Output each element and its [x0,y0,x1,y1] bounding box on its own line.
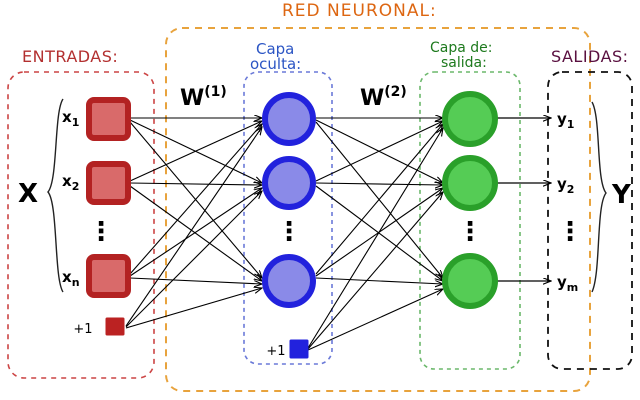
input-label-x2-sub: 2 [72,180,80,193]
hidden-bias-node[interactable] [289,339,309,359]
outputs-group-label: SALIDAS: [551,47,629,66]
input-label-xn: xn [62,268,80,289]
output-layer-group-label-line2: salida: [441,55,487,71]
hidden-bias-label: +1 [266,344,285,359]
hidden-node-2[interactable] [262,156,316,210]
diagram-title: RED NEURONAL: [282,1,437,21]
input-node-xn[interactable] [86,254,131,298]
output-label-y1-base: y [557,110,567,128]
input-bias-label: +1 [73,322,92,337]
output-node-2[interactable] [442,155,498,211]
weight-label-2-sup: (2) [384,84,407,100]
output-node-3[interactable] [442,253,498,309]
output-brace [591,101,607,293]
output-layer-ellipsis: ⋮ [457,217,483,247]
edges-input-to-hidden [125,118,262,329]
weight-label-2-base: W [360,86,384,111]
output-layer-group-label-line1: Capa de: [430,40,493,56]
hidden-node-1[interactable] [262,92,316,146]
output-nodes [442,91,498,309]
output-values-ellipsis: ⋮ [557,217,583,247]
input-ellipsis: ⋮ [88,217,114,247]
output-node-1[interactable] [442,91,498,147]
output-layer-group-box [419,71,521,370]
output-label-ym-sub: m [567,281,578,294]
outputs-group-box [547,71,633,370]
input-label-x1: x1 [62,108,79,129]
input-bundle-label: X [18,179,38,209]
input-label-x2: x2 [62,172,79,193]
network-group-box [165,27,591,392]
group-boxes [7,27,633,392]
input-label-x1-sub: 1 [72,116,80,129]
input-node-x1[interactable] [86,97,131,141]
output-label-ym-base: y [557,273,567,291]
input-nodes [86,97,131,336]
braces [47,98,607,293]
output-label-y2: y2 [557,175,574,196]
inputs-group-label: ENTRADAS: [22,47,118,66]
edges-hidden-to-output [307,118,443,351]
input-label-x1-base: x [62,108,72,126]
input-brace [47,98,64,293]
weight-label-1-sup: (1) [204,84,227,100]
output-label-y1: y1 [557,110,574,131]
hidden-nodes [262,92,316,359]
output-bundle-label: Y [611,180,632,210]
input-label-x2-base: x [62,172,72,190]
hidden-group-label-line1: Capa [256,40,294,58]
output-label-y2-base: y [557,175,567,193]
weight-label-1-base: W [180,86,204,111]
weight-label-2: W(2) [360,84,407,111]
inputs-group-box [7,71,155,379]
output-label-y1-sub: 1 [567,118,575,131]
hidden-ellipsis: ⋮ [276,217,302,247]
weight-label-1: W(1) [180,84,227,111]
input-node-x2[interactable] [86,161,131,205]
hidden-group-label-line2: oculta: [250,55,301,73]
text-labels: RED NEURONAL: ENTRADAS: Capa oculta: Cap… [18,1,632,359]
input-bias-node[interactable] [105,317,125,336]
hidden-node-3[interactable] [262,254,316,308]
input-label-xn-sub: n [72,276,80,289]
output-label-y2-sub: 2 [567,183,575,196]
edges-output-to-labels [497,118,551,281]
input-label-xn-base: x [62,268,72,286]
output-label-ym: ym [557,273,578,294]
